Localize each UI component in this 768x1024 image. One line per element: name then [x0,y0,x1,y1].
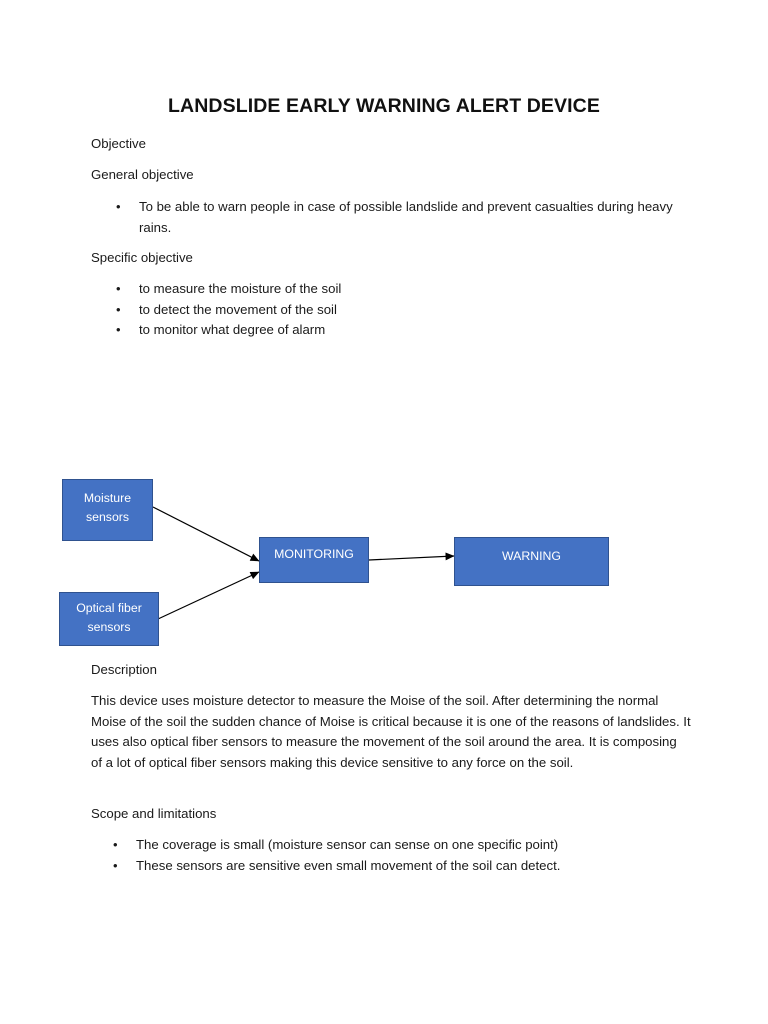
list-item: • to detect the movement of the soil [116,300,674,321]
document-title: LANDSLIDE EARLY WARNING ALERT DEVICE [168,95,600,117]
objective-heading: Objective [91,136,146,151]
connector-monitoring-to-warning [368,552,455,561]
bullet-icon: • [116,322,121,338]
specific-objective-heading: Specific objective [91,250,193,265]
scope-list: • The coverage is small (moisture sensor … [113,835,696,877]
bullet-icon: • [116,301,121,317]
bullet-icon: • [113,837,118,852]
bullet-icon: • [113,857,118,873]
list-item: • To be able to warn people in case of po… [116,197,674,238]
list-item-text: These sensors are sensitive even small m… [136,857,561,873]
list-item-text: To be able to warn people in case of pos… [139,199,673,235]
monitoring-box: MONITORING [259,537,369,583]
monitoring-label: MONITORING [274,547,354,561]
connector-optical-to-monitoring [157,571,260,620]
bullet-icon: • [116,281,121,296]
moisture-sensors-label: Moisture sensors [83,491,132,524]
warning-box: WARNING [454,537,609,586]
list-item: • to monitor what degree of alarm [116,320,674,341]
list-item: • to measure the moisture of the soil [116,279,674,300]
general-objective-list: • To be able to warn people in case of po… [116,197,674,238]
list-item-text: to detect the movement of the soil [139,301,337,317]
list-item-text: The coverage is small (moisture sensor c… [136,837,559,852]
description-text: This device uses moisture detector to me… [91,693,691,770]
list-item-text: to monitor what degree of alarm [139,322,326,338]
warning-label: WARNING [502,549,561,563]
list-item: • These sensors are sensitive even small … [113,856,696,877]
optical-fiber-sensors-label: Optical fiber sensors [76,601,142,634]
general-objective-heading: General objective [91,167,194,182]
specific-objective-list: • to measure the moisture of the soil • to… [116,279,674,341]
connector-moisture-to-monitoring [152,506,260,562]
bullet-icon: • [116,199,121,214]
scope-heading: Scope and limitations [91,806,217,821]
list-item: • The coverage is small (moisture sensor … [113,835,696,856]
optical-fiber-sensors-box: Optical fiber sensors [59,592,159,646]
list-item-text: to measure the moisture of the soil [139,281,342,296]
moisture-sensors-box: Moisture sensors [62,479,153,541]
description-heading: Description [91,662,157,677]
